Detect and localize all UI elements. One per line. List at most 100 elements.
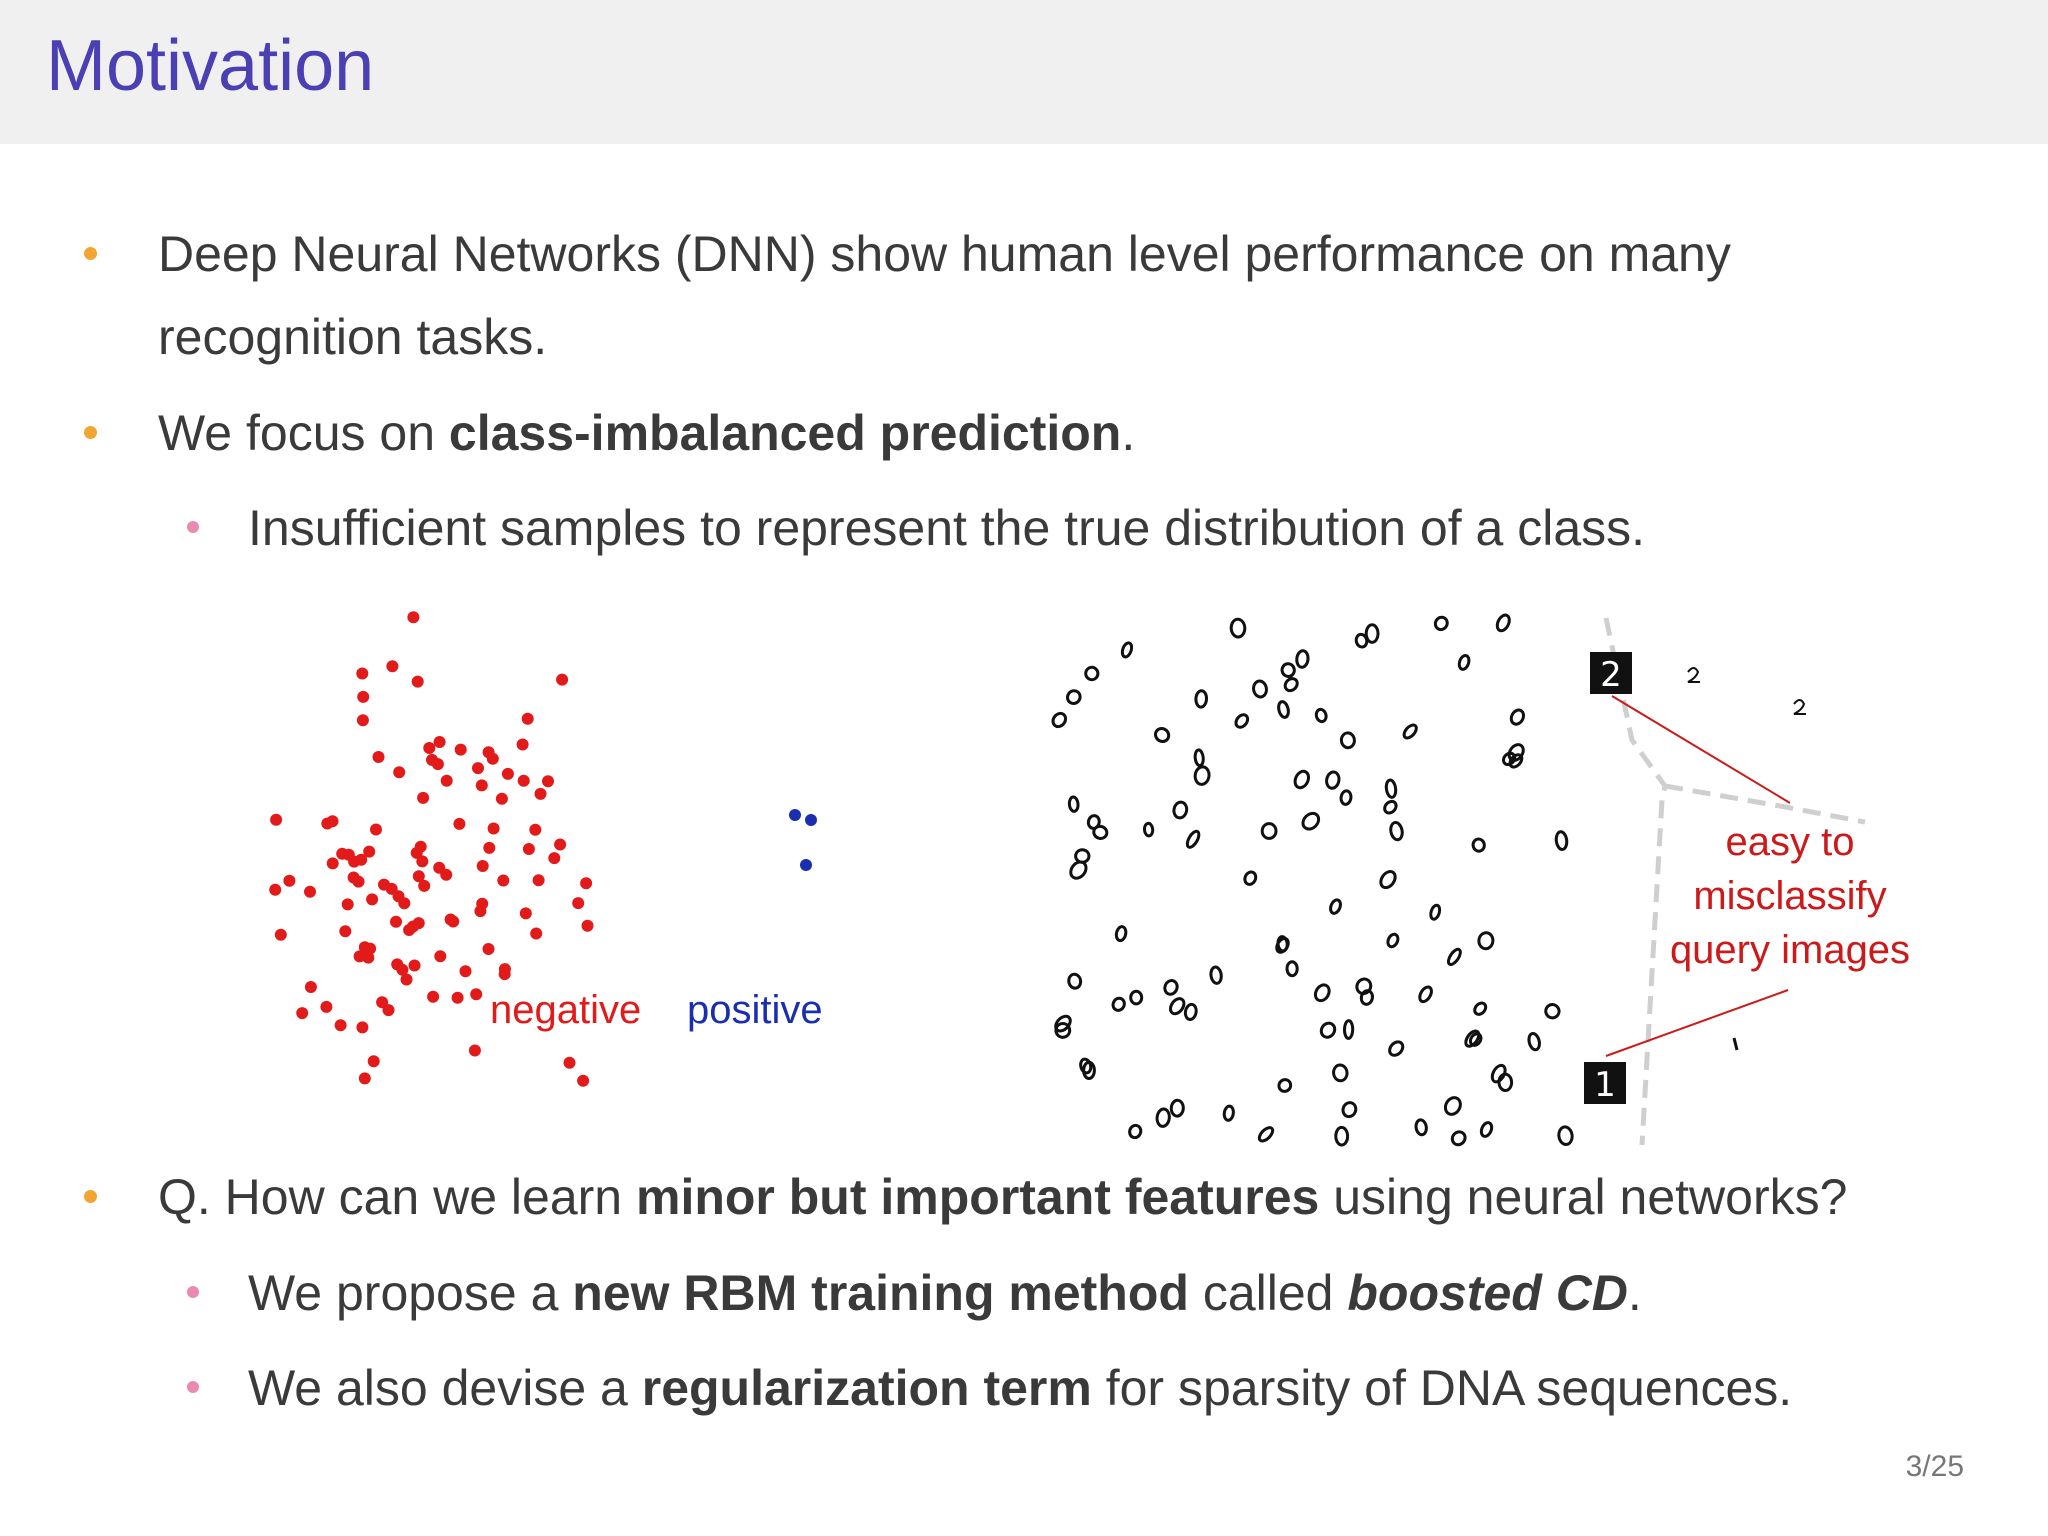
- digit-zero-sample: [1342, 1019, 1355, 1040]
- annotation-line-2: misclassify: [1693, 874, 1887, 918]
- digit-zero-sample: [1429, 903, 1442, 921]
- digit-zero-sample: [1183, 1002, 1198, 1021]
- digit-zero-sample: [1386, 932, 1400, 949]
- negative-point: [393, 766, 406, 779]
- digit-zero-sample: [1313, 983, 1331, 1003]
- negative-point: [554, 838, 567, 851]
- negative-point: [412, 870, 425, 883]
- sub-1-mid: called: [1188, 1265, 1348, 1321]
- negative-point: [416, 855, 429, 868]
- negative-point: [453, 817, 466, 830]
- negative-point: [304, 885, 316, 898]
- negative-point: [364, 942, 377, 955]
- digit-one-sample: [1732, 1037, 1739, 1051]
- positive-point: [805, 814, 817, 826]
- negative-point: [367, 1055, 380, 1068]
- negative-point: [274, 928, 287, 941]
- negative-point: [529, 823, 542, 836]
- digit-zero-sample: [1527, 1031, 1541, 1052]
- negative-point: [320, 1000, 333, 1013]
- digit-zero-sample: [1332, 1063, 1349, 1083]
- bullet-3-end: using neural networks?: [1319, 1169, 1848, 1225]
- scatter-figure: [269, 611, 817, 1087]
- negative-point: [283, 874, 296, 887]
- negative-point: [356, 1021, 369, 1034]
- digit-zero-sample: [1252, 679, 1268, 699]
- digit-zero-sample: [1209, 965, 1223, 985]
- negative-point: [356, 667, 369, 680]
- digit-zero-sample: [1193, 765, 1211, 786]
- digit-zero-sample: [1501, 751, 1517, 767]
- annotation-line-top: [1611, 695, 1791, 804]
- negative-point: [542, 775, 554, 788]
- digit-two-sample: [1687, 667, 1700, 683]
- digit-two-sample: [1793, 699, 1806, 715]
- digit-zero-sample: [1114, 925, 1128, 943]
- negative-point: [519, 907, 532, 920]
- positive-points: [789, 809, 817, 871]
- annotation-line-bottom: [1605, 989, 1789, 1057]
- negative-point: [433, 736, 446, 748]
- negative-point: [385, 882, 398, 895]
- negative-point: [440, 774, 453, 787]
- sub-2-text: We also devise a: [248, 1360, 642, 1416]
- sub-1-text: We propose a: [248, 1265, 573, 1321]
- digit-zero-sample: [1443, 1096, 1462, 1116]
- digit-zero-sample: [1389, 820, 1404, 842]
- negative-point: [423, 742, 436, 754]
- digit-zero-sample: [1384, 778, 1398, 799]
- negative-point: [426, 753, 438, 766]
- digit-zero-sample: [1092, 824, 1109, 840]
- bullet-3: Q. How can we learn minor but important …: [158, 1167, 1847, 1227]
- digit-zero-sample: [1120, 641, 1134, 659]
- digit-embedding-figure: 2 1: [1051, 613, 1866, 1147]
- negative-point: [472, 762, 484, 775]
- negative-point: [358, 1072, 371, 1085]
- sub-1-method-name: boosted CD: [1347, 1265, 1628, 1321]
- digit-zero-sample: [1490, 1063, 1507, 1084]
- digit-zero-sample: [1193, 748, 1205, 768]
- digit-zero-sample: [1285, 960, 1299, 978]
- negative-points: [269, 611, 594, 1087]
- positive-label: positive: [687, 988, 823, 1032]
- negative-point: [572, 897, 585, 910]
- digit-zero-sample: [1457, 654, 1471, 671]
- digit-zero-sample: [1155, 1107, 1171, 1128]
- digit-zero-sample: [1194, 689, 1209, 709]
- query-image-1: [1584, 1062, 1626, 1104]
- negative-point: [487, 822, 500, 835]
- digit-zero-sample: [1544, 1003, 1561, 1020]
- digit-zero-sample: [1295, 649, 1310, 669]
- digit-zero-sample: [1084, 665, 1100, 682]
- digit-zero-sample: [1128, 1123, 1143, 1140]
- negative-point: [326, 815, 339, 828]
- digit-zero-sample: [1557, 1125, 1574, 1146]
- negative-point: [427, 990, 440, 1003]
- sub-bullet-marker: [187, 521, 199, 533]
- negative-point: [534, 787, 547, 800]
- bullet-2-emphasis: class-imbalanced prediction: [448, 405, 1122, 461]
- digit-zero-sample: [1477, 931, 1495, 951]
- bullet-1-line-1: Deep Neural Networks (DNN) show human le…: [158, 226, 1731, 282]
- digit-zero-sample: [1495, 613, 1511, 633]
- negative-point: [532, 874, 545, 887]
- digit-zero-sample: [1243, 870, 1258, 886]
- digit-zero-sample: [1234, 713, 1250, 729]
- query-image-1-digit: 1: [1594, 1065, 1616, 1105]
- negative-point: [482, 943, 495, 955]
- negative-point: [407, 611, 420, 624]
- digit-zero-sample: [1509, 708, 1526, 726]
- negative-point: [357, 690, 370, 703]
- negative-point: [497, 874, 510, 887]
- negative-point: [403, 924, 416, 936]
- negative-point: [556, 673, 569, 686]
- negative-point: [454, 743, 467, 756]
- bullet-3-emphasis: minor but important features: [635, 1169, 1320, 1225]
- digit-zero-sample: [1229, 617, 1247, 639]
- digit-zero-sample: [1067, 795, 1080, 813]
- digit-zero-sample: [1446, 947, 1462, 966]
- negative-point: [269, 883, 282, 896]
- digit-zero-sample: [1293, 769, 1310, 790]
- digit-zero-sample: [1450, 1130, 1467, 1147]
- negative-point: [451, 991, 464, 1004]
